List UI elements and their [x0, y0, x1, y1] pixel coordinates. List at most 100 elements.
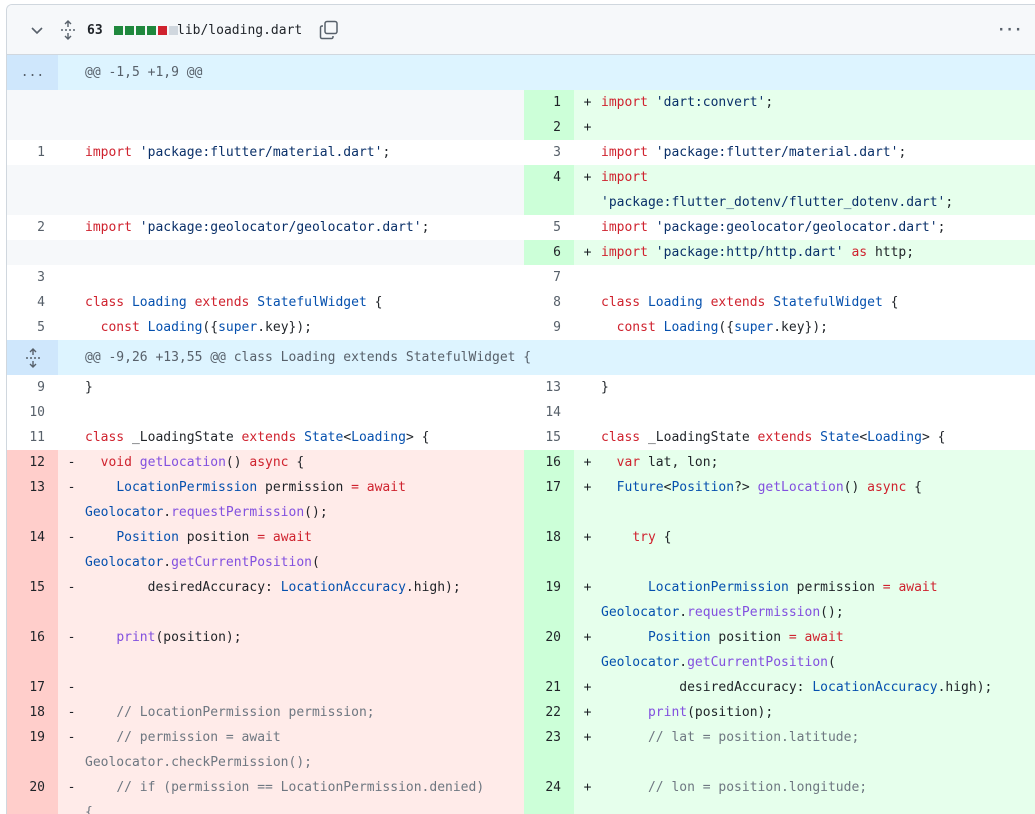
diff-row: 11 class _LoadingState extends State<Load… — [7, 425, 1035, 450]
left-line-number[interactable]: 20 — [7, 775, 58, 814]
addition-marker: + — [574, 775, 601, 814]
left-line-number[interactable] — [7, 240, 58, 265]
right-line-number[interactable]: 16 — [524, 450, 574, 475]
left-line-number[interactable]: 14 — [7, 525, 58, 575]
right-code-line: import 'package:flutter_dotenv/flutter_d… — [601, 165, 1035, 215]
addition-marker: + — [574, 725, 601, 775]
right-line-number[interactable]: 7 — [524, 265, 574, 290]
diffstat-square — [147, 25, 156, 35]
right-line-number[interactable]: 1 — [524, 90, 574, 115]
right-line-number[interactable]: 24 — [524, 775, 574, 814]
left-line-number[interactable]: 19 — [7, 725, 58, 775]
addition-marker: + — [574, 90, 601, 115]
left-code-line: import 'package:flutter/material.dart'; — [85, 140, 524, 165]
left-code-line: const Loading({super.key}); — [85, 315, 524, 340]
right-line-number[interactable]: 14 — [524, 400, 574, 425]
left-line-number[interactable]: 11 — [7, 425, 58, 450]
left-code-line: class _LoadingState extends State<Loadin… — [85, 425, 524, 450]
left-line-number[interactable] — [7, 165, 58, 215]
left-code-line: LocationPermission permission = await Ge… — [85, 475, 524, 525]
left-line-number[interactable]: 4 — [7, 290, 58, 315]
left-line-number[interactable]: 5 — [7, 315, 58, 340]
diff-row: 2 import 'package:geolocator/geolocator.d… — [7, 215, 1035, 240]
diff-row: 14- Position position = await Geolocator… — [7, 525, 1035, 575]
right-line-number[interactable]: 23 — [524, 725, 574, 775]
left-line-number[interactable]: 2 — [7, 215, 58, 240]
addition-marker: + — [574, 165, 601, 215]
hunk-text: @@ -1,5 +1,9 @@ — [85, 65, 203, 80]
right-line-number[interactable]: 15 — [524, 425, 574, 450]
right-line-number[interactable]: 9 — [524, 315, 574, 340]
diff-marker — [58, 290, 85, 315]
left-code-line: // permission = await Geolocator.checkPe… — [85, 725, 524, 775]
right-line-number[interactable]: 19 — [524, 575, 574, 625]
more-options-icon[interactable]: ··· — [997, 22, 1023, 38]
left-line-number[interactable]: 15 — [7, 575, 58, 625]
expand-hunk-button[interactable]: ... — [7, 55, 58, 90]
right-code-line: print(position); — [601, 700, 1035, 725]
left-line-number[interactable]: 3 — [7, 265, 58, 290]
diff-row: 20- // if (permission == LocationPermiss… — [7, 775, 1035, 814]
right-code-line: class _LoadingState extends State<Loadin… — [601, 425, 1035, 450]
right-line-number[interactable]: 22 — [524, 700, 574, 725]
right-line-number[interactable]: 2 — [524, 115, 574, 140]
right-code-line — [601, 265, 1035, 290]
left-code-line: // if (permission == LocationPermission.… — [85, 775, 524, 814]
left-line-number[interactable] — [7, 115, 58, 140]
expand-all-icon[interactable] — [59, 5, 77, 55]
diffstat-square — [169, 25, 178, 35]
left-code-line — [85, 240, 524, 265]
right-line-number[interactable]: 21 — [524, 675, 574, 700]
copy-icon[interactable] — [319, 5, 339, 55]
left-code-line: Position position = await Geolocator.get… — [85, 525, 524, 575]
right-line-number[interactable]: 6 — [524, 240, 574, 265]
expand-icon[interactable] — [7, 340, 58, 375]
right-line-number[interactable]: 4 — [524, 165, 574, 215]
right-code-line: import 'package:flutter/material.dart'; — [601, 140, 1035, 165]
diff-marker — [58, 400, 85, 425]
left-line-number[interactable]: 1 — [7, 140, 58, 165]
left-code-line — [85, 265, 524, 290]
deletion-marker: - — [58, 525, 85, 575]
diffstat-square — [158, 25, 167, 35]
right-code-line: LocationPermission permission = await Ge… — [601, 575, 1035, 625]
left-line-number[interactable]: 17 — [7, 675, 58, 700]
left-code-line: // LocationPermission permission; — [85, 700, 524, 725]
left-line-number[interactable]: 9 — [7, 375, 58, 400]
diff-row: 15- desiredAccuracy: LocationAccuracy.hi… — [7, 575, 1035, 625]
right-line-number[interactable]: 8 — [524, 290, 574, 315]
right-code-line: import 'package:geolocator/geolocator.da… — [601, 215, 1035, 240]
right-line-number[interactable]: 17 — [524, 475, 574, 525]
left-code-line: void getLocation() async { — [85, 450, 524, 475]
left-line-number[interactable]: 12 — [7, 450, 58, 475]
file-path[interactable]: lib/loading.dart — [177, 22, 303, 38]
diff-file: 63 lib/loading.dart ··· ...@@ -1,5 +1,9 … — [6, 4, 1035, 814]
file-header: 63 lib/loading.dart ··· — [7, 5, 1035, 55]
diff-marker — [58, 115, 85, 140]
left-line-number[interactable] — [7, 90, 58, 115]
diff-row: 6+import 'package:http/http.dart' as htt… — [7, 240, 1035, 265]
left-code-line: class Loading extends StatefulWidget { — [85, 290, 524, 315]
diff-row: 19- // permission = await Geolocator.che… — [7, 725, 1035, 775]
left-line-number[interactable]: 18 — [7, 700, 58, 725]
diff-row: 10 14 — [7, 400, 1035, 425]
left-line-number[interactable]: 16 — [7, 625, 58, 675]
addition-marker: + — [574, 625, 601, 675]
right-line-number[interactable]: 13 — [524, 375, 574, 400]
diff-marker — [58, 215, 85, 240]
collapse-chevron-icon[interactable] — [29, 5, 45, 55]
right-line-number[interactable]: 20 — [524, 625, 574, 675]
diff-marker — [58, 90, 85, 115]
left-line-number[interactable]: 13 — [7, 475, 58, 525]
left-code-line: import 'package:geolocator/geolocator.da… — [85, 215, 524, 240]
right-line-number[interactable]: 3 — [524, 140, 574, 165]
left-line-number[interactable]: 10 — [7, 400, 58, 425]
right-line-number[interactable]: 5 — [524, 215, 574, 240]
right-line-number[interactable]: 18 — [524, 525, 574, 575]
diff-row: 16- print(position);20+ Position positio… — [7, 625, 1035, 675]
left-code-line — [85, 90, 524, 115]
diff-marker — [574, 425, 601, 450]
diff-row: 12- void getLocation() async {16+ var la… — [7, 450, 1035, 475]
diff-row: 9}13} — [7, 375, 1035, 400]
